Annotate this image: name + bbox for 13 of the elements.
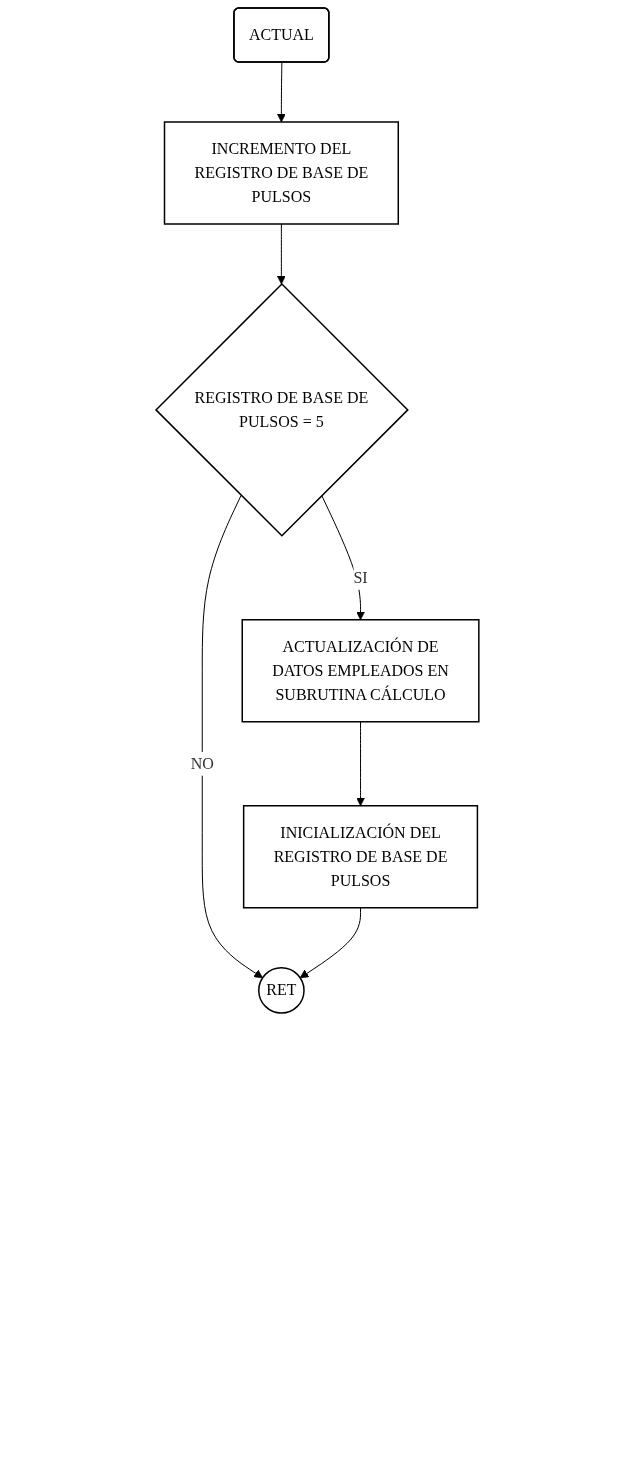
node-diamond: REGISTRO DE BASE DE PULSOS = 5 — [155, 282, 409, 537]
node-circle: RET — [258, 967, 305, 1014]
node-box: INCREMENTO DEL REGISTRO DE BASE DE PULSOS — [163, 121, 400, 225]
arrow — [321, 494, 365, 621]
edge-label: SI — [353, 568, 368, 586]
arrow — [201, 494, 264, 979]
node-box: INICIALIZACIÓN DEL REGISTRO DE BASE DE PULSOS — [243, 805, 479, 909]
arrow — [299, 907, 362, 979]
arrow — [277, 223, 286, 285]
arrow — [277, 62, 286, 123]
edge-label: NO — [190, 754, 214, 772]
node-box: ACTUALIZACIÓN DE DATOS EMPLEADOS EN SUBRUTINA CÁLCULO — [241, 619, 480, 723]
arrow — [356, 721, 365, 807]
